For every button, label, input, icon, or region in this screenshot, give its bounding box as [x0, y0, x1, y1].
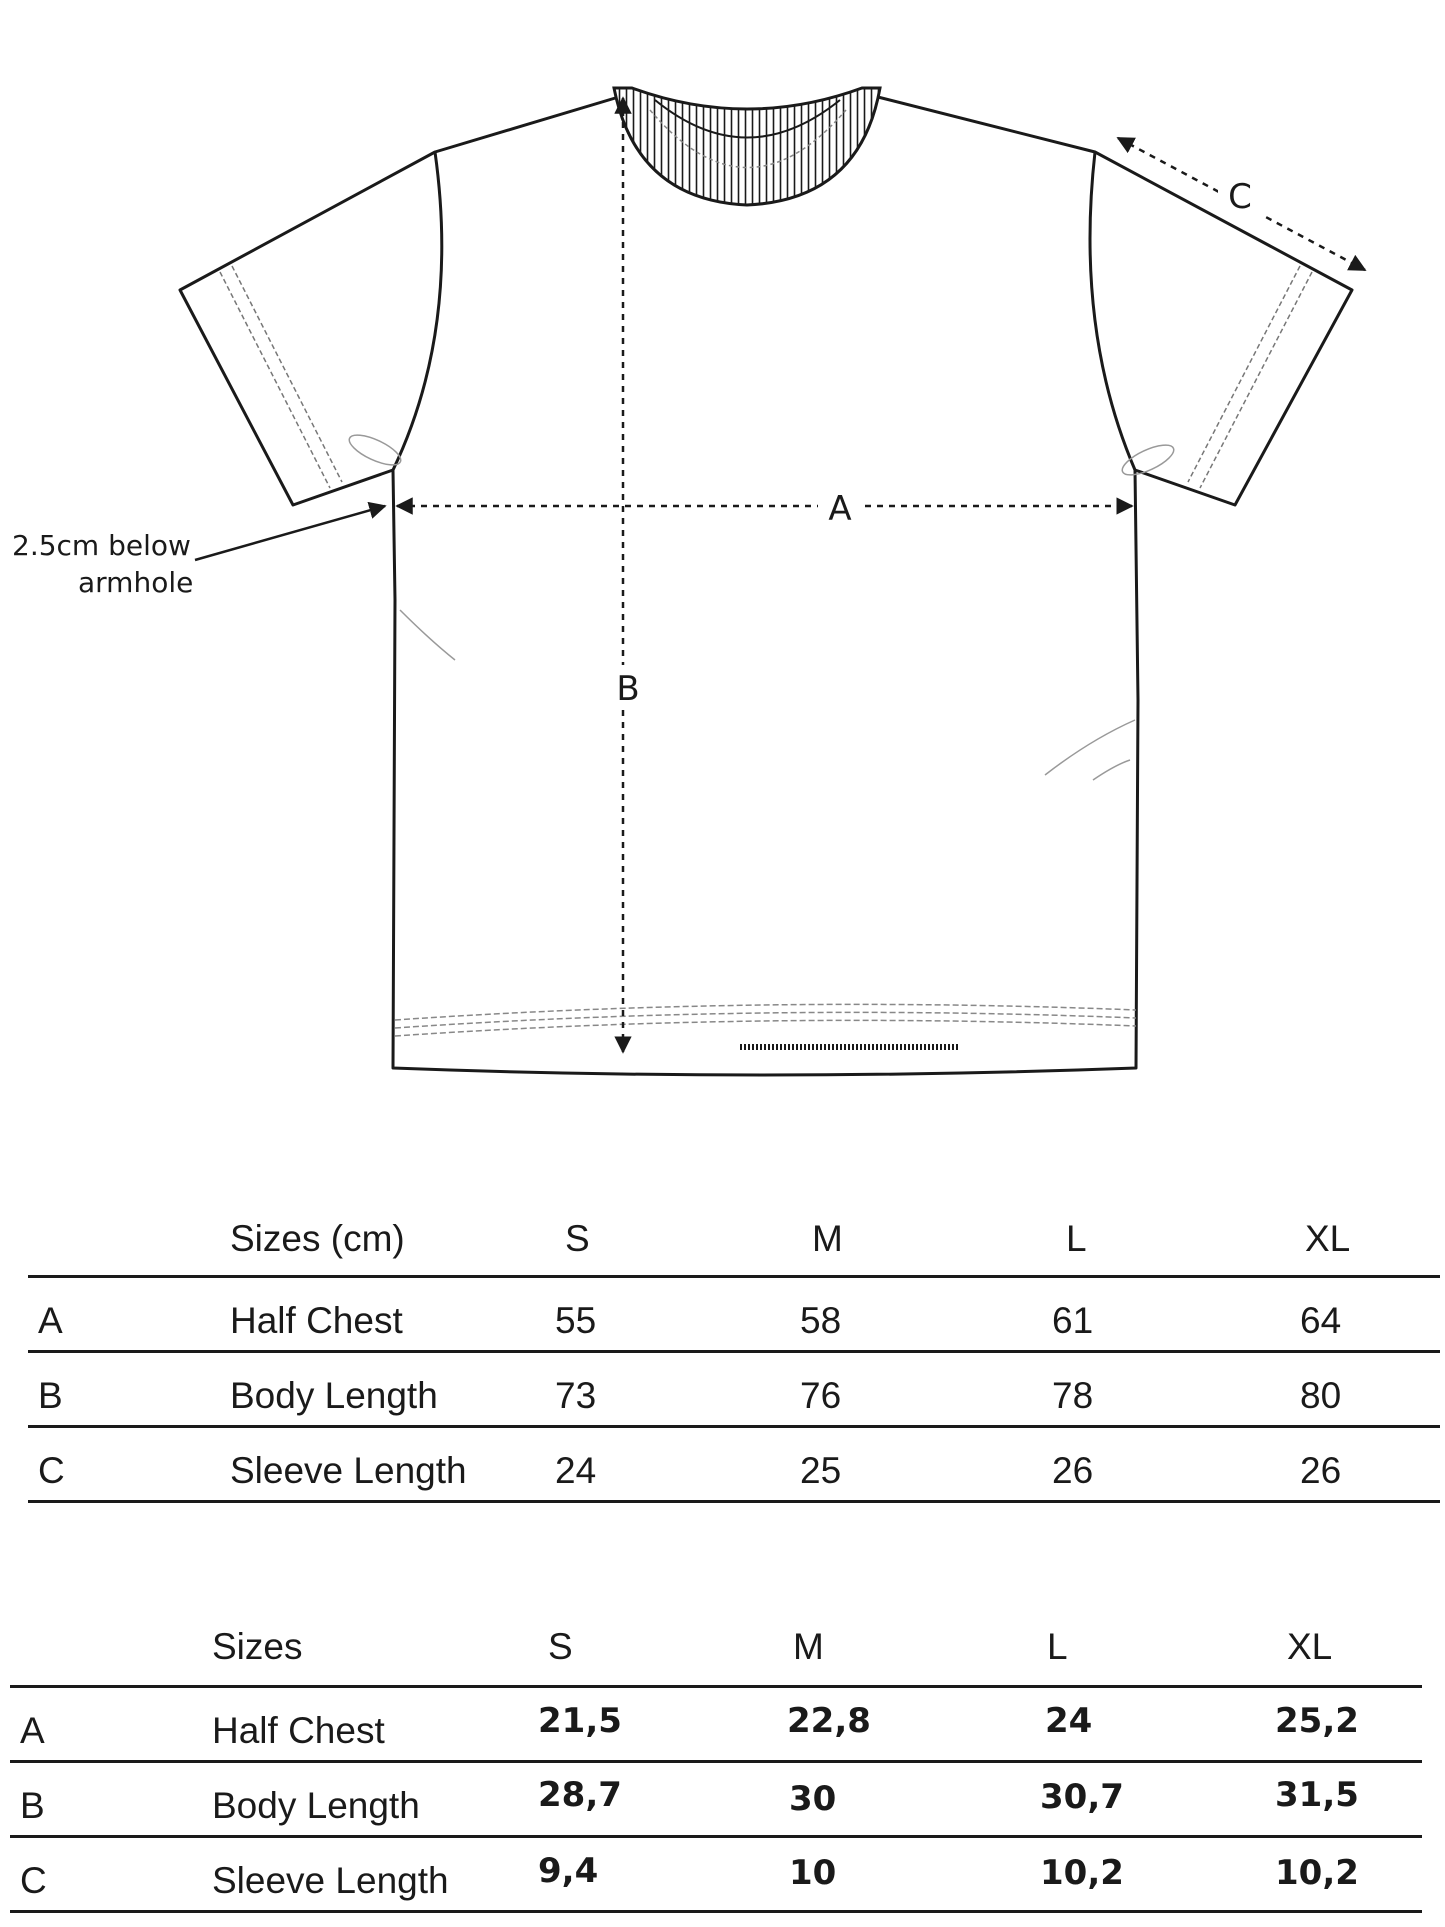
cell-xl: 26: [1300, 1450, 1342, 1491]
cell-l: 78: [1052, 1375, 1094, 1416]
row-key: C: [38, 1450, 65, 1491]
divider: [10, 1835, 1422, 1838]
header-l: L: [1066, 1218, 1087, 1259]
cell-l: 61: [1052, 1300, 1094, 1341]
divider: [28, 1500, 1440, 1503]
note-line-1: 2.5cm below: [12, 529, 191, 562]
cell-xl: 64: [1300, 1300, 1342, 1341]
collar-rib: [612, 86, 882, 207]
cell-s: 21,5: [538, 1701, 622, 1741]
cell-l: 26: [1052, 1450, 1094, 1491]
divider: [28, 1350, 1440, 1353]
row-name: Sleeve Length: [230, 1450, 467, 1491]
row-key: A: [38, 1300, 63, 1341]
note-arrow: [194, 501, 387, 562]
cell-xl: 31,5: [1275, 1775, 1359, 1815]
cell-s: 24: [555, 1450, 597, 1491]
cell-l: 30,7: [1040, 1777, 1124, 1817]
row-key: C: [20, 1860, 47, 1901]
measure-a-label: A: [828, 489, 851, 529]
divider: [28, 1275, 1440, 1278]
row-name: Body Length: [212, 1785, 420, 1826]
cell-m: 58: [800, 1300, 842, 1341]
cell-l: 10,2: [1040, 1853, 1124, 1893]
tshirt-diagram: A B C 2.5cm below armhole: [12, 86, 1367, 1077]
header-m: M: [793, 1626, 824, 1667]
hem-stitching: [394, 1003, 1137, 1037]
cell-xl: 80: [1300, 1375, 1342, 1416]
size-table-in: Sizes S M L XL A Half Chest 21,5 22,8 24…: [0, 1618, 1445, 1918]
cell-m: 22,8: [787, 1701, 871, 1741]
sleeve-stitching: [219, 265, 1313, 489]
row-name: Half Chest: [230, 1300, 403, 1341]
cell-s: 73: [555, 1375, 597, 1416]
header-xl: XL: [1287, 1626, 1333, 1667]
divider: [28, 1425, 1440, 1428]
header-label: Sizes (cm): [230, 1218, 405, 1259]
header-m: M: [812, 1218, 843, 1259]
divider: [10, 1685, 1422, 1688]
header-label: Sizes: [212, 1626, 303, 1667]
row-key: B: [38, 1375, 63, 1416]
header-xl: XL: [1305, 1218, 1351, 1259]
header-s: S: [565, 1218, 590, 1259]
note-line-2: armhole: [78, 566, 193, 599]
divider: [10, 1760, 1422, 1763]
row-name: Half Chest: [212, 1710, 385, 1751]
divider: [10, 1910, 1422, 1913]
row-name: Sleeve Length: [212, 1860, 449, 1901]
measure-c-line: [1116, 136, 1367, 272]
cell-m: 10: [789, 1853, 837, 1893]
measure-b-label: B: [616, 669, 639, 709]
tshirt-outline: [178, 91, 1354, 1077]
row-key: B: [20, 1785, 45, 1826]
measure-c-label: C: [1228, 177, 1252, 217]
size-table-cm: Sizes (cm) S M L XL A Half Chest 55 58 6…: [0, 1210, 1445, 1510]
cell-m: 76: [800, 1375, 842, 1416]
cell-s: 55: [555, 1300, 597, 1341]
cell-s: 9,4: [538, 1851, 599, 1891]
row-name: Body Length: [230, 1375, 438, 1416]
cell-m: 25: [800, 1450, 842, 1491]
cell-xl: 10,2: [1275, 1853, 1359, 1893]
cell-l: 24: [1045, 1701, 1093, 1741]
row-key: A: [20, 1710, 45, 1751]
cell-m: 30: [789, 1779, 837, 1819]
cell-xl: 25,2: [1275, 1701, 1359, 1741]
cell-s: 28,7: [538, 1775, 622, 1815]
header-l: L: [1047, 1626, 1068, 1667]
header-s: S: [548, 1626, 573, 1667]
